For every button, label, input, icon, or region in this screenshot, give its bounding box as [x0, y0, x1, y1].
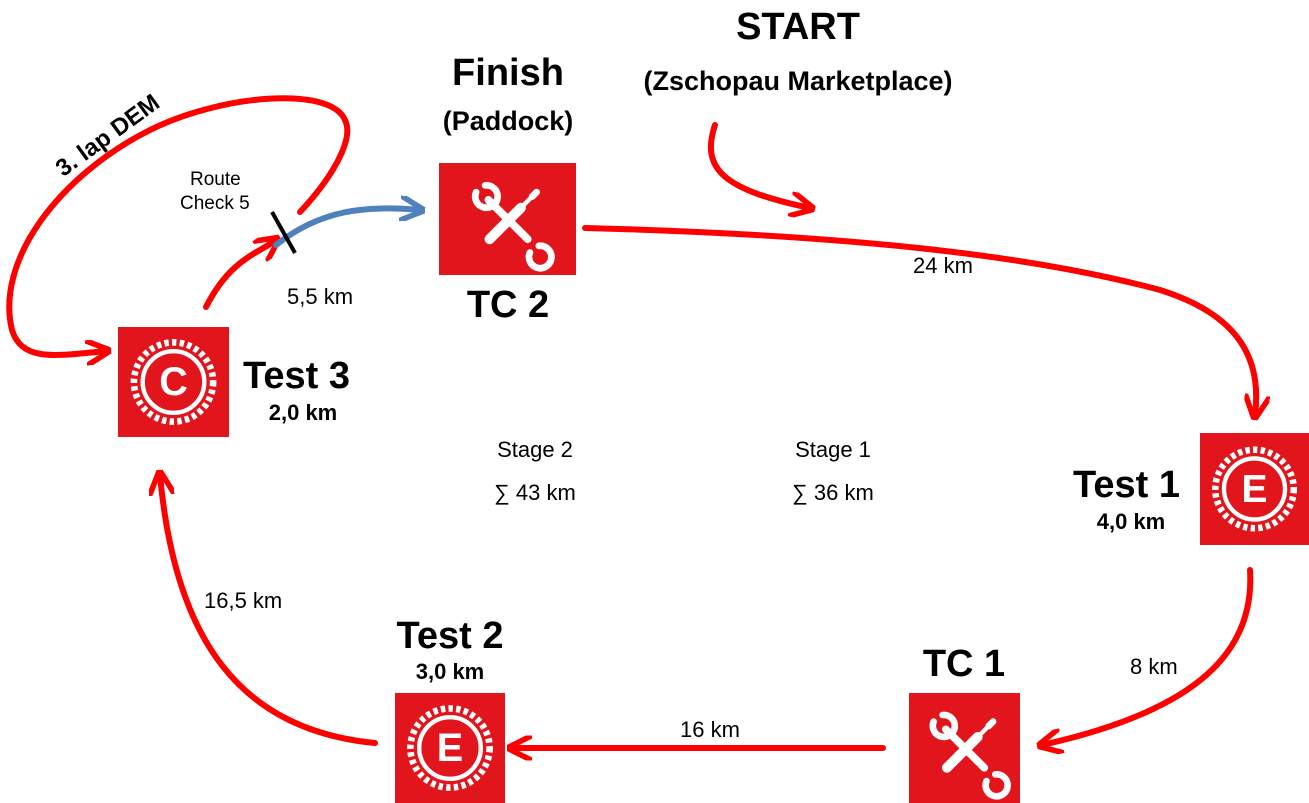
- stage2-total: ∑ 43 km: [494, 480, 576, 505]
- segment-tc2-to-test1: 24 km: [913, 253, 973, 278]
- wrench-screwdriver-icon: [471, 182, 555, 272]
- test2-distance: 3,0 km: [415, 659, 485, 684]
- test1-distance: 4,0 km: [1096, 509, 1166, 534]
- segment-test1-to-tc1: 8 km: [1130, 654, 1178, 679]
- route-check-line2: Check 5: [180, 193, 250, 214]
- finish-title: Finish: [452, 52, 564, 94]
- stage1-name: Stage 1: [795, 437, 871, 462]
- segment-test2-to-test3: 16,5 km: [204, 588, 283, 613]
- test3-distance: 2,0 km: [268, 400, 338, 425]
- finish-subtitle: (Paddock): [442, 106, 574, 136]
- gear-letter-icon: E: [407, 705, 493, 791]
- route-tc2-to-test1: [582, 225, 1256, 415]
- route-routecheck-to-finish: [273, 208, 420, 248]
- route-check-line1: Route: [190, 169, 241, 190]
- route-check-marker: [270, 211, 297, 254]
- route-test1-to-tc1: [1042, 567, 1254, 745]
- gear-letter-icon: E: [1211, 446, 1298, 532]
- tc2-box: [439, 163, 576, 275]
- route-lap-loop: [6, 95, 351, 355]
- start-arrow: [707, 122, 810, 208]
- stage2-name: Stage 2: [497, 437, 573, 462]
- segment-tc1-to-test2: 16 km: [680, 717, 740, 742]
- test3-icon-letter: C: [159, 360, 188, 404]
- test3-label: Test 3: [243, 355, 351, 397]
- tc1-label: TC 1: [922, 643, 1006, 685]
- test1-icon-letter: E: [1241, 467, 1267, 511]
- test1-label: Test 1: [1073, 464, 1181, 506]
- start-title: START: [736, 6, 860, 48]
- tc1-box: [909, 693, 1020, 803]
- segment-test3-to-tc2: 5,5 km: [287, 284, 354, 309]
- test3-box: C: [118, 327, 229, 437]
- test1-box: E: [1200, 433, 1309, 545]
- test2-icon-letter: E: [437, 726, 463, 770]
- start-subtitle: (Zschopau Marketplace): [643, 66, 953, 96]
- wrench-screwdriver-icon: [929, 711, 1011, 800]
- stage1-total: ∑ 36 km: [792, 480, 874, 505]
- test2-label: Test 2: [396, 615, 504, 657]
- route-test3-to-routecheck: [203, 240, 276, 310]
- tc2-label: TC 2: [466, 284, 550, 326]
- test2-box: E: [395, 693, 505, 803]
- gear-letter-icon: C: [130, 339, 217, 425]
- route-test2-to-test3: [160, 475, 378, 746]
